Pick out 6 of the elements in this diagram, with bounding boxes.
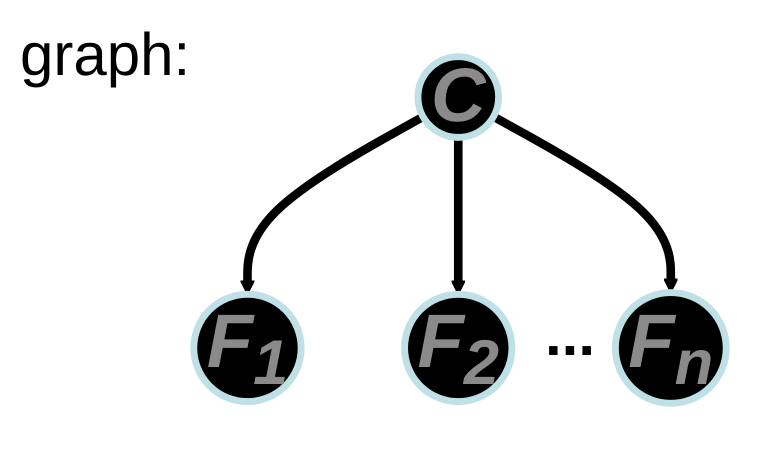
node-circle: F$_{1}$ — [190, 290, 305, 406]
node-circle: C — [414, 53, 502, 141]
node-circle: F$_{n}$ — [612, 289, 730, 407]
graph-title: graph: — [20, 20, 190, 89]
node-circle: F$_{2}$ — [401, 290, 516, 406]
ellipsis-label: ... — [545, 300, 596, 369]
